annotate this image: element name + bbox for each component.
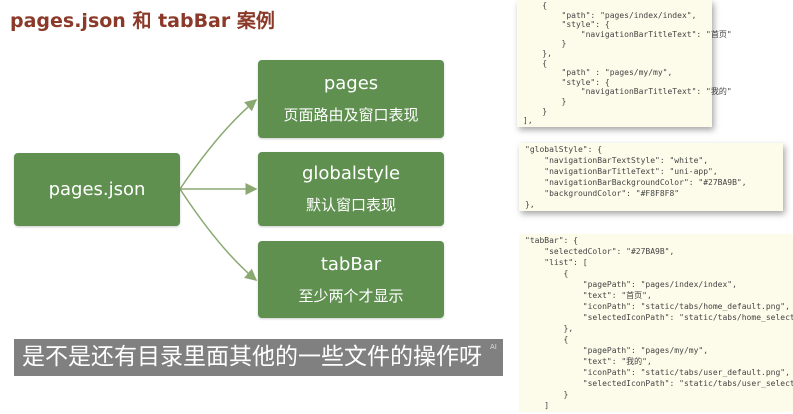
code-line: "pagePath": "pages/index/index", [525,280,737,289]
node-pages: pages 页面路由及窗口表现 [258,60,444,138]
code-line: "iconPath": "static/tabs/user_default.pn… [525,368,790,377]
code-line: } [523,96,567,106]
code-line: "selectedColor": "#27BA9B", [525,247,675,256]
code-line: }, [523,48,552,58]
code-line: "iconPath": "static/tabs/home_default.pn… [525,302,790,311]
node-title: pages [323,73,379,94]
node-pages-json: pages.json [14,153,180,226]
node-globalstyle: globalstyle 默认窗口表现 [258,152,444,226]
node-desc: 默认窗口表现 [305,196,396,214]
code-line: "list": [ [525,258,588,267]
code-line: "style": { [523,20,610,30]
node-desc: 页面路由及窗口表现 [283,106,419,124]
code-line: }, [525,200,535,209]
code-line: { [523,58,548,68]
code-line: "selectedIconPath": "static/tabs/user_se… [582,379,793,388]
code-globalstyle-panel: "globalStyle": { "navigationBarTextStyle… [519,143,783,211]
code-line: "style": { [523,77,610,87]
code-line: } [525,390,569,399]
node-tabbar: tabBar 至少两个才显示 [258,241,444,318]
code-line: "pagePath": "pages/my/my", [525,346,709,355]
page-title: pages.json 和 tabBar 案例 [10,10,275,32]
code-line: "selectedIconPath": "static/tabs/home_se… [582,313,793,322]
code-line: "navigationBarTitleText": "首页" [523,29,732,39]
code-line: "path" : "pages/my/my", [523,68,673,78]
code-tabbar-panel: "tabBar": { "selectedColor": "#27BA9B", … [519,234,793,412]
code-line: "globalStyle": { [525,145,603,154]
node-desc: 至少两个才显示 [298,286,404,305]
code-line: "navigationBarTextStyle": "white", [525,156,709,165]
code-pages-panel: { "path": "pages/index/index", "style": … [517,0,732,127]
code-line: "backgroundColor": "#F8F8F8" [525,189,680,198]
code-line: ] [525,401,550,410]
arrow-to-tabbar [179,188,258,281]
node-title: tabBar [320,253,382,275]
ai-badge: AI [490,343,497,351]
code-line: "navigationBarBackgroundColor": "#27BA9B… [525,178,747,187]
code-line: "navigationBarTitleText": "uni-app", [525,167,718,176]
code-line: "path": "pages/index/index", [523,10,697,20]
code-line: } [523,106,548,116]
code-line: { [525,335,569,344]
code-line: "text": "我的", [525,357,652,366]
code-line: ], [523,116,533,126]
code-line: { [523,1,548,10]
node-title: pages.json [48,179,146,200]
code-line: "navigationBarTitleText": "我的" [523,87,732,97]
code-line: "tabBar": { [525,236,578,245]
code-line: }, [525,324,574,333]
code-line: { [525,269,569,278]
subtitle-caption: 是不是还有目录里面其他的一些文件的操作呀 [14,339,503,376]
code-line: } [523,39,567,49]
node-title: globalstyle [301,163,401,184]
arrow-to-pages [179,99,258,190]
code-line: "text": "首页", [525,291,652,300]
